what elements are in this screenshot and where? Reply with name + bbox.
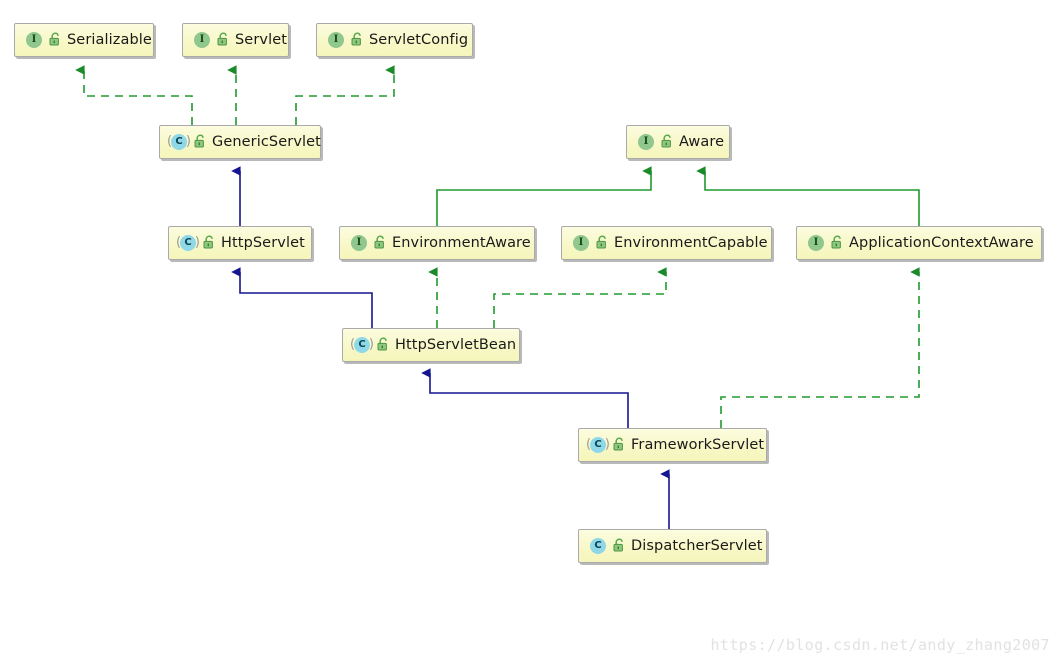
interface-badge-icon: I [325, 31, 347, 49]
node-icon-group: I [325, 31, 369, 49]
interface-badge-icon: I [348, 234, 370, 252]
uml-node-httpservlet[interactable]: (C) HttpServlet [168, 226, 312, 260]
abstract-paren-right-icon: ) [185, 134, 191, 149]
abstract-paren-left-icon: ( [176, 235, 182, 250]
type-letter: C [590, 538, 606, 554]
interface-badge-icon: I [805, 234, 827, 252]
unlock-icon [595, 235, 609, 251]
uml-node-environmentaware[interactable]: I EnvironmentAware [339, 226, 535, 260]
node-icon-group: (C) [167, 133, 212, 151]
node-label: ApplicationContextAware [849, 235, 1034, 251]
uml-node-serializable[interactable]: I Serializable [14, 23, 154, 57]
abstract-paren-left-icon: ( [586, 437, 592, 452]
node-label: FrameworkServlet [631, 437, 765, 453]
uml-node-aware[interactable]: I Aware [626, 125, 730, 159]
node-label: EnvironmentCapable [614, 235, 768, 251]
unlock-icon [193, 134, 207, 150]
type-letter: I [328, 32, 344, 48]
uml-node-environmentcapable[interactable]: I EnvironmentCapable [561, 226, 772, 260]
node-label: Servlet [235, 32, 288, 48]
node-label: HttpServletBean [395, 337, 517, 353]
unlock-icon [612, 538, 626, 554]
type-letter: I [808, 235, 824, 251]
edge-genericservlet-implements-serializable [75, 65, 193, 125]
interface-badge-icon: I [191, 31, 213, 49]
node-label: DispatcherServlet [631, 538, 763, 554]
unlock-icon [660, 134, 674, 150]
edge-applicationcontextaware-extends-aware [696, 166, 920, 226]
node-icon-group: (C) [176, 234, 221, 252]
abstract-paren-right-icon: ) [368, 337, 374, 352]
unlock-icon [612, 437, 626, 453]
unlock-icon [376, 337, 390, 353]
uml-node-httpservletbean[interactable]: (C) HttpServletBean [342, 328, 520, 362]
uml-node-servlet[interactable]: I Servlet [182, 23, 289, 57]
edge-httpservletbean-implements-environmentcapable [493, 267, 667, 328]
node-icon-group: I [805, 234, 849, 252]
node-icon-group: I [191, 31, 235, 49]
node-label: Aware [679, 134, 725, 150]
abstract-paren-right-icon: ) [604, 437, 610, 452]
type-letter: C [180, 235, 196, 251]
uml-node-servletconfig[interactable]: I ServletConfig [316, 23, 473, 57]
node-icon-group: (C) [586, 436, 631, 454]
interface-badge-icon: I [570, 234, 592, 252]
node-label: ServletConfig [369, 32, 469, 48]
edge-genericservlet-implements-servletconfig [295, 65, 395, 125]
node-icon-group: I [23, 31, 67, 49]
type-letter: I [194, 32, 210, 48]
node-icon-group: I [348, 234, 392, 252]
abstract-paren-left-icon: ( [167, 134, 173, 149]
node-icon-group: C [587, 537, 631, 555]
node-label: Serializable [67, 32, 152, 48]
node-label: EnvironmentAware [392, 235, 531, 251]
node-icon-group: (C) [350, 336, 395, 354]
unlock-icon [373, 235, 387, 251]
unlock-icon [202, 235, 216, 251]
type-letter: I [573, 235, 589, 251]
uml-node-dispatcherservlet[interactable]: C DispatcherServlet [578, 529, 767, 563]
uml-node-applicationcontextaware[interactable]: I ApplicationContextAware [796, 226, 1042, 260]
abstract-paren-left-icon: ( [350, 337, 356, 352]
edge-environmentaware-extends-aware [436, 166, 652, 226]
interface-badge-icon: I [23, 31, 45, 49]
unlock-icon [830, 235, 844, 251]
edge-frameworkservlet-extends-httpservletbean [421, 368, 629, 428]
type-letter: C [354, 337, 370, 353]
type-letter: I [351, 235, 367, 251]
watermark-text: https://blog.csdn.net/andy_zhang2007 [710, 636, 1050, 654]
edge-frameworkservlet-implements-applicationcontextaware [720, 267, 920, 428]
type-letter: I [26, 32, 42, 48]
class-badge-icon: C [587, 537, 609, 555]
unlock-icon [350, 32, 364, 48]
type-letter: C [590, 437, 606, 453]
class-badge-icon: (C) [176, 234, 200, 252]
class-badge-icon: (C) [350, 336, 374, 354]
node-label: GenericServlet [212, 134, 321, 150]
type-letter: C [171, 134, 187, 150]
class-badge-icon: (C) [586, 436, 610, 454]
type-letter: I [638, 134, 654, 150]
node-icon-group: I [635, 133, 679, 151]
uml-node-frameworkservlet[interactable]: (C) FrameworkServlet [578, 428, 767, 462]
node-label: HttpServlet [221, 235, 305, 251]
unlock-icon [216, 32, 230, 48]
interface-badge-icon: I [635, 133, 657, 151]
unlock-icon [48, 32, 62, 48]
node-icon-group: I [570, 234, 614, 252]
edge-httpservletbean-extends-httpservlet [231, 267, 373, 328]
class-badge-icon: (C) [167, 133, 191, 151]
uml-node-genericservlet[interactable]: (C) GenericServlet [159, 125, 321, 159]
abstract-paren-right-icon: ) [194, 235, 200, 250]
